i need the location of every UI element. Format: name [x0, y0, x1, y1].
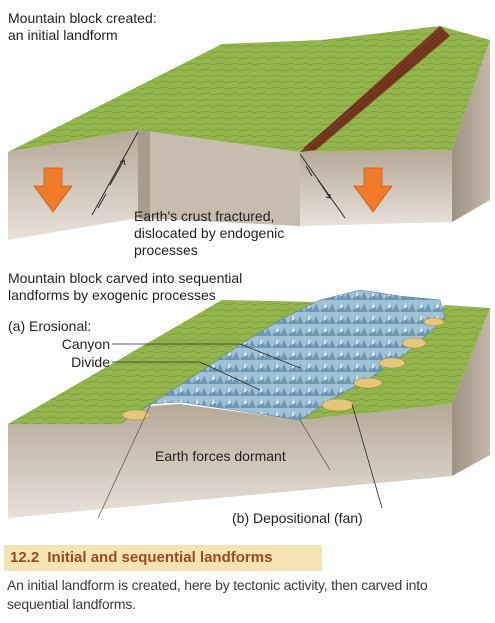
label-line: processes: [134, 242, 198, 258]
label-line: Mountain block carved into sequential: [8, 270, 243, 286]
figure-title: Initial and sequential landforms: [47, 549, 273, 566]
bottom-block-front: [8, 404, 452, 518]
left-grass-surface: [8, 40, 322, 152]
label-line: dislocated by endogenic: [134, 225, 285, 241]
label-erosional: (a) Erosional:: [8, 318, 92, 334]
alluvial-fans: [121, 317, 445, 421]
figure-number: 12.2: [10, 549, 40, 566]
figure-caption-title: 12.2 Initial and sequential landforms: [10, 549, 272, 566]
fault-line-left: [91, 131, 139, 216]
label-line: Mountain block created:: [8, 10, 157, 26]
landform-diagram: [8, 26, 490, 519]
label-depositional-fan: (b) Depositional (fan): [232, 510, 363, 526]
bottom-block-side-face: [452, 308, 490, 476]
subsidence-arrow-left: [33, 167, 73, 213]
fan-leader: [351, 403, 383, 509]
label-line: Earth's crust fractured,: [134, 208, 275, 224]
subsidence-arrow-right: [353, 167, 393, 213]
fault-scarp: [300, 26, 450, 152]
figure-caption-text: An initial landform is created, here by …: [7, 577, 428, 612]
eroded-mountains: [119, 289, 446, 425]
central-grass-surface: [138, 26, 440, 152]
label-crust-fractured: Earth's crust fractured, dislocated by e…: [134, 208, 284, 259]
caption-bar: [4, 545, 322, 571]
label-earth-forces-dormant: Earth forces dormant: [155, 448, 286, 464]
central-block-front: [138, 130, 300, 226]
label-divide: Divide: [71, 354, 110, 370]
initial-landform-block: [8, 26, 490, 240]
label-mountain-carved: Mountain block carved into sequential la…: [8, 270, 242, 304]
label-line: landforms by exogenic processes: [8, 287, 216, 303]
label-line: an initial landform: [8, 27, 118, 43]
block-side-face: [452, 40, 490, 222]
label-canyon: Canyon: [61, 336, 110, 352]
left-block-front: [8, 130, 138, 240]
label-initial-landform: Mountain block created: an initial landf…: [8, 10, 157, 44]
